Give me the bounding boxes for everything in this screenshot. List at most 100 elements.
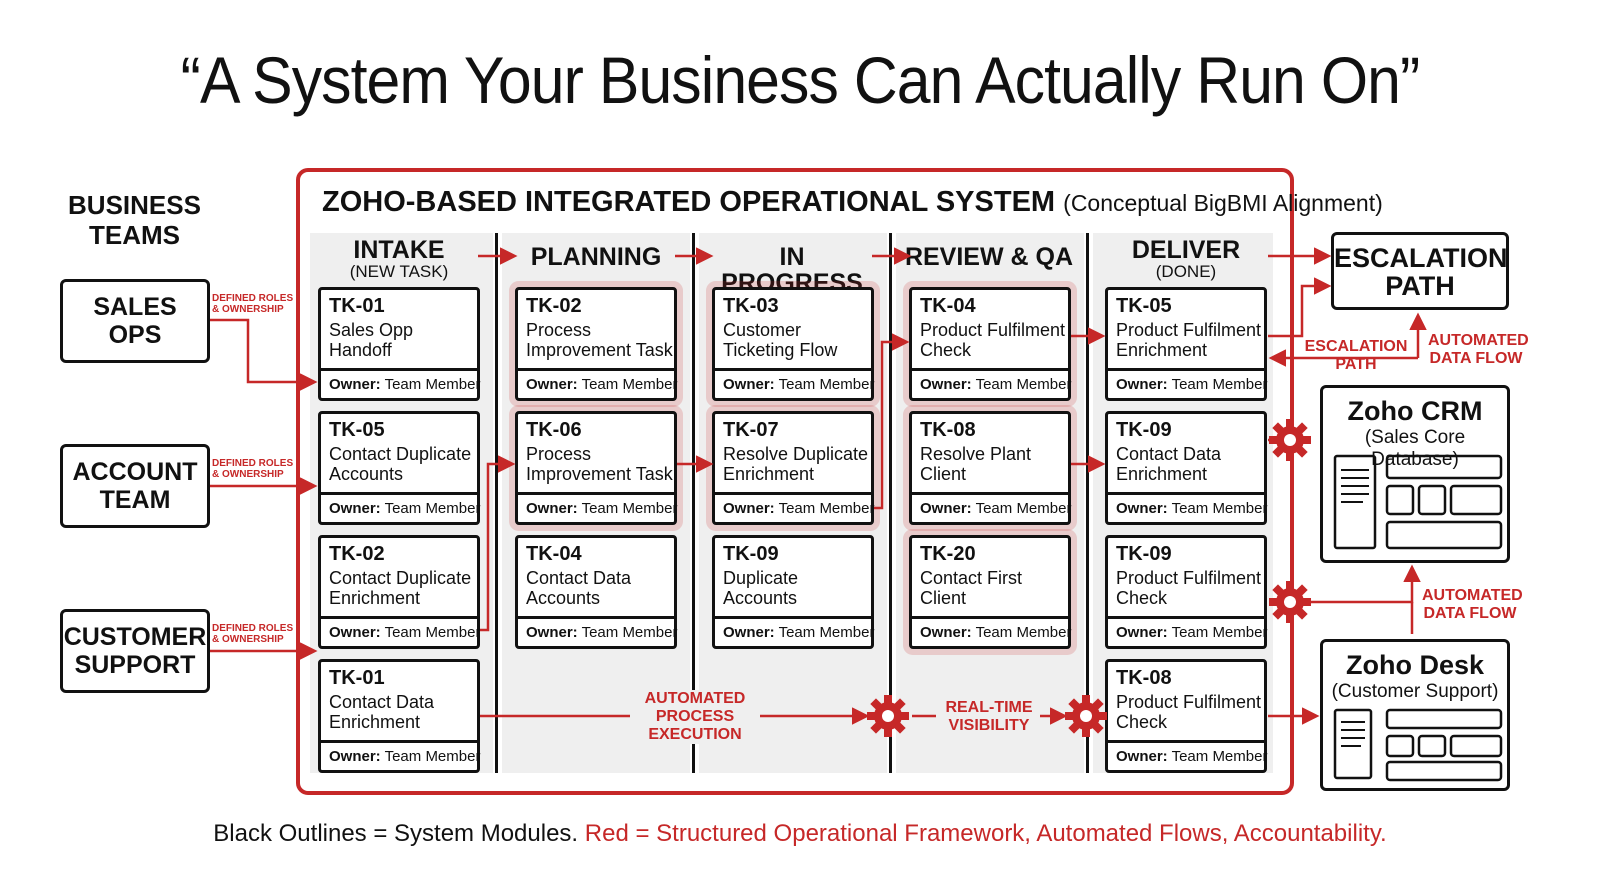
task-id: TK-01 <box>329 295 385 317</box>
task-owner: Owner: Team Member <box>321 616 480 646</box>
system-frame <box>296 168 1294 795</box>
task-id: TK-02 <box>329 543 385 565</box>
task-card[interactable]: TK-08 Product Fulfilment Check Owner: Te… <box>1105 659 1267 773</box>
task-title: Customer Ticketing Flow <box>723 320 838 360</box>
team-customer-support[interactable]: CUSTOMER SUPPORT <box>60 609 210 693</box>
task-card[interactable]: TK-09 Contact Data Enrichment Owner: Tea… <box>1105 411 1267 525</box>
automated-data-flow-label: AUTOMATED DATA FLOW <box>1422 587 1523 622</box>
task-id: TK-02 <box>526 295 582 317</box>
column-divider <box>1086 233 1089 773</box>
owner-label: Owner: <box>526 376 578 393</box>
task-title: Product Fulfilment Check <box>920 320 1066 360</box>
zoho-desk-box[interactable]: Zoho Desk (Customer Support) <box>1320 639 1510 791</box>
task-card[interactable]: TK-09 Product Fulfilment Check Owner: Te… <box>1105 535 1267 649</box>
task-card[interactable]: TK-05 Product Fulfilment Enrichment Owne… <box>1105 287 1267 401</box>
task-title: Resolve Duplicate Enrichment <box>723 444 869 484</box>
legend-red: Red = Structured Operational Framework, … <box>584 820 1387 847</box>
task-card[interactable]: TK-08 Resolve Plant Client Owner: Team M… <box>909 411 1071 525</box>
task-owner: Owner: Team Member <box>518 492 677 522</box>
support-icon <box>1333 708 1503 782</box>
task-title: Product Fulfilment Check <box>1116 568 1262 608</box>
escalation-path-box[interactable]: ESCALATION PATH <box>1331 232 1509 310</box>
task-owner: Owner: Team Member <box>321 368 480 398</box>
task-owner: Owner: Team Member <box>715 492 874 522</box>
automated-process-label: AUTOMATED PROCESS EXECUTION <box>630 690 760 744</box>
task-title: Contact Data Enrichment <box>329 692 435 732</box>
desk-title: Zoho Desk <box>1345 650 1485 680</box>
crm-subtitle: (Sales Core Database) <box>1364 427 1466 470</box>
task-owner: Owner: Team Member <box>518 368 677 398</box>
owner-name: Team Member <box>384 376 481 393</box>
owner-name: Team Member <box>778 624 875 641</box>
team-account-label: DEFINED ROLES & OWNERSHIP <box>212 458 294 480</box>
task-id: TK-07 <box>723 419 779 441</box>
realtime-visibility-label: REAL-TIME VISIBILITY <box>937 699 1041 735</box>
team-customer-support-label: DEFINED ROLES & OWNERSHIP <box>212 623 294 645</box>
column-heading-intake: INTAKE <box>353 236 445 264</box>
legend-black: Black Outlines = System Modules. <box>213 820 579 847</box>
task-card[interactable]: TK-01 Contact Data Enrichment Owner: Tea… <box>318 659 480 773</box>
team-sales-ops[interactable]: SALES OPS <box>60 279 210 363</box>
column-heading-deliver: DELIVER <box>1131 236 1241 264</box>
owner-name: Team Member <box>1171 376 1268 393</box>
zoho-crm-box[interactable]: Zoho CRM (Sales Core Database) <box>1320 385 1510 563</box>
owner-label: Owner: <box>920 376 972 393</box>
owner-label: Owner: <box>329 376 381 393</box>
task-id: TK-08 <box>1116 667 1172 689</box>
task-owner: Owner: Team Member <box>912 368 1071 398</box>
owner-label: Owner: <box>526 500 578 517</box>
task-id: TK-09 <box>1116 543 1172 565</box>
column-divider <box>889 233 892 773</box>
card-flow-arrow <box>480 455 516 632</box>
task-owner: Owner: Team Member <box>912 492 1071 522</box>
task-id: TK-09 <box>723 543 779 565</box>
owner-label: Owner: <box>723 500 775 517</box>
owner-label: Owner: <box>920 500 972 517</box>
task-card[interactable]: TK-07 Resolve Duplicate Enrichment Owner… <box>712 411 874 525</box>
gear-icon <box>1065 695 1107 737</box>
owner-label: Owner: <box>329 624 381 641</box>
column-divider <box>692 233 695 773</box>
task-card[interactable]: TK-05 Contact Duplicate Accounts Owner: … <box>318 411 480 525</box>
task-owner: Owner: Team Member <box>518 616 677 646</box>
task-id: TK-09 <box>1116 419 1172 441</box>
task-card[interactable]: TK-06 Process Improvement Task Owner: Te… <box>515 411 677 525</box>
owner-label: Owner: <box>920 624 972 641</box>
owner-name: Team Member <box>975 376 1072 393</box>
escalation-title: ESCALATION PATH <box>1334 243 1508 301</box>
task-card[interactable]: TK-03 Customer Ticketing Flow Owner: Tea… <box>712 287 874 401</box>
owner-label: Owner: <box>329 748 381 765</box>
task-card[interactable]: TK-02 Process Improvement Task Owner: Te… <box>515 287 677 401</box>
task-card[interactable]: TK-01 Sales Opp Handoff Owner: Team Memb… <box>318 287 480 401</box>
gear-icon <box>1269 419 1311 461</box>
task-card[interactable]: TK-04 Contact Data Accounts Owner: Team … <box>515 535 677 649</box>
task-id: TK-05 <box>1116 295 1172 317</box>
task-id: TK-06 <box>526 419 582 441</box>
owner-label: Owner: <box>723 376 775 393</box>
crm-title: Zoho CRM <box>1347 396 1483 426</box>
owner-label: Owner: <box>723 624 775 641</box>
task-owner: Owner: Team Member <box>1108 740 1267 770</box>
system-subtitle: (Conceptual BigBMI Alignment) <box>1063 190 1383 216</box>
task-card[interactable]: TK-09 Duplicate Accounts Owner: Team Mem… <box>712 535 874 649</box>
owner-name: Team Member <box>1171 500 1268 517</box>
task-title: Product Fulfilment Check <box>1116 692 1262 732</box>
database-icon <box>1333 454 1503 550</box>
task-title: Duplicate Accounts <box>723 568 799 608</box>
task-id: TK-20 <box>920 543 976 565</box>
owner-name: Team Member <box>384 748 481 765</box>
task-owner: Owner: Team Member <box>912 616 1071 646</box>
system-title-text: ZOHO-BASED INTEGRATED OPERATIONAL SYSTEM <box>322 186 1056 218</box>
task-id: TK-04 <box>920 295 976 317</box>
column-sub-deliver: (DONE) <box>1155 262 1217 281</box>
task-card[interactable]: TK-20 Contact First Client Owner: Team M… <box>909 535 1071 649</box>
task-card[interactable]: TK-02 Contact Duplicate Enrichment Owner… <box>318 535 480 649</box>
task-owner: Owner: Team Member <box>1108 616 1267 646</box>
task-id: TK-03 <box>723 295 779 317</box>
owner-label: Owner: <box>526 624 578 641</box>
owner-name: Team Member <box>384 624 481 641</box>
team-account[interactable]: ACCOUNT TEAM <box>60 444 210 528</box>
task-card[interactable]: TK-04 Product Fulfilment Check Owner: Te… <box>909 287 1071 401</box>
owner-label: Owner: <box>1116 748 1168 765</box>
